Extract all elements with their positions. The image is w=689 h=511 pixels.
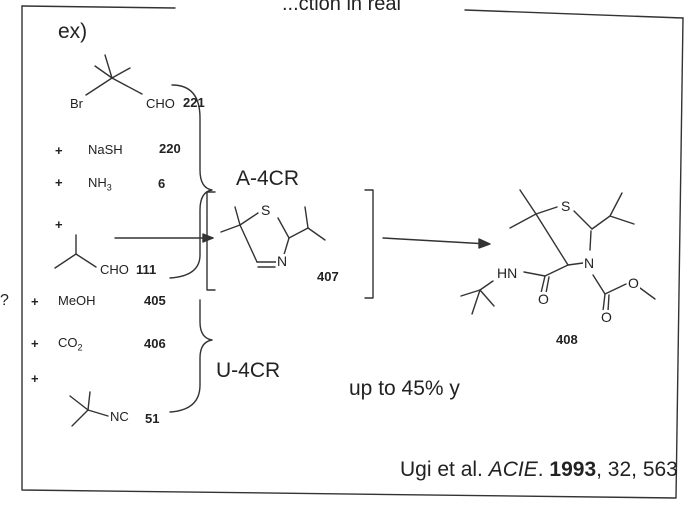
atom-o-amide-408: O — [537, 291, 550, 307]
structure-51 — [69, 391, 109, 427]
reagent-51-nc: NC — [110, 409, 129, 424]
yield-text: up to 45% y — [349, 377, 460, 400]
citation-journal: ACIE — [488, 458, 538, 481]
frame-top-left — [21, 5, 176, 9]
atom-s-408: S — [560, 198, 572, 214]
compound-number-221: 221 — [183, 95, 205, 110]
compound-number-407: 407 — [317, 269, 339, 284]
brace-top-group — [169, 84, 213, 279]
compound-number-111: 111 — [136, 262, 157, 277]
reagent-221-br: Br — [70, 96, 83, 111]
label-a-4cr: A-4CR — [236, 167, 300, 190]
frame-border — [21, 5, 684, 499]
plus-sign: + — [55, 175, 63, 190]
compound-number-220: 220 — [159, 141, 181, 156]
plus-sign: + — [31, 371, 39, 386]
arrow-two-shaft — [382, 237, 489, 245]
compound-number-51: 51 — [145, 411, 160, 426]
citation: Ugi et al. ACIE. 1993, 32, 563 — [400, 458, 678, 481]
structure-408 — [460, 189, 656, 315]
atom-o-carbamate-408: O — [600, 309, 613, 325]
citation-year: 1993 — [549, 458, 597, 481]
left-edge-mark: ? — [0, 292, 9, 309]
structure-221 — [85, 54, 143, 96]
reagent-co2: CO2 — [58, 335, 83, 353]
reagent-111-cho: CHO — [100, 262, 129, 277]
arrow-two-head — [478, 238, 491, 249]
atom-hn-408: HN — [496, 265, 519, 281]
reagent-meoh: MeOH — [58, 293, 96, 308]
arrow-one-head — [202, 233, 214, 243]
frame-top-right — [464, 9, 684, 19]
header-fragment: ...ction in real — [282, 0, 401, 15]
bracket-right — [364, 189, 374, 299]
structure-111 — [54, 234, 97, 269]
structure-407 — [220, 206, 326, 268]
plus-sign: + — [31, 294, 39, 309]
compound-number-405: 405 — [144, 293, 166, 308]
atom-n-407: N — [276, 253, 289, 269]
atom-s-407: S — [260, 202, 272, 218]
plus-sign: + — [55, 143, 63, 158]
reagent-nh3: NH3 — [88, 175, 112, 193]
compound-number-406: 406 — [144, 336, 166, 351]
example-label: ex) — [58, 20, 88, 43]
reagent-nash: NaSH — [88, 142, 123, 157]
reagent-221-cho: CHO — [146, 96, 175, 111]
compound-number-6: 6 — [158, 176, 166, 191]
plus-sign: + — [55, 217, 63, 232]
atom-o-ester-408: O — [627, 275, 640, 291]
label-u-4cr: U-4CR — [216, 359, 281, 382]
bracket-left — [206, 191, 216, 291]
atom-n-408: N — [583, 255, 596, 271]
plus-sign: + — [31, 336, 39, 351]
compound-number-408: 408 — [556, 332, 578, 347]
brace-bottom-group — [169, 299, 213, 413]
